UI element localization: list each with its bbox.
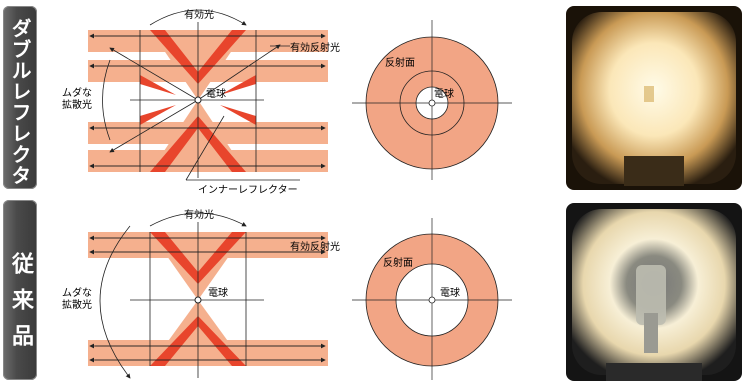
label-wasted-light-2: 拡散光 [62, 98, 92, 111]
tab-conventional-label: 従来品 [8, 252, 33, 360]
conv-label-effective-reflected-light: 有効反射光 [290, 240, 340, 253]
inner-reflector-right-upper [220, 75, 256, 95]
reflector-lower [150, 116, 246, 172]
conventional-ring: 反射面 電球 [352, 218, 512, 380]
label-bulb: 電球 [206, 87, 226, 100]
conv-ring-label-reflector: 反射面 [383, 257, 413, 269]
label-inner-reflector: インナーレフレクター [198, 184, 298, 196]
label-effective-light: 有効光 [184, 8, 214, 21]
inner-reflector-right-lower [220, 105, 256, 125]
conv-label-bulb: 電球 [208, 286, 228, 299]
ring-label-bulb: 電球 [434, 87, 454, 100]
reflector-conv-lower [150, 316, 246, 366]
reflector-conv-upper [150, 232, 246, 284]
tab-double-reflector-label: ダブルレフレクター [0, 17, 32, 186]
inner-reflector-left-upper [140, 75, 176, 95]
inner-reflector-left-lower [140, 105, 176, 125]
double-reflector-diagram: 有効光 有効反射光 ムダな 拡散光 電球 インナーレフレクター [62, 8, 340, 196]
label-effective-reflected-light: 有効反射光 [290, 41, 340, 54]
label-wasted-light-1: ムダな [62, 86, 92, 99]
conv-label-wasted-light-1: ムダな [62, 286, 92, 299]
ring-label-reflector: 反射面 [385, 57, 415, 69]
photo-conventional [566, 203, 742, 381]
tab-conventional: 従来品 [3, 200, 37, 380]
reflector-upper [150, 30, 246, 84]
double-reflector-ring: 反射面 電球 [352, 20, 512, 180]
tab-double-reflector: ダブルレフレクター [0, 6, 37, 189]
conv-ring-label-bulb: 電球 [440, 286, 460, 299]
conv-label-effective-light: 有効光 [184, 208, 214, 221]
conventional-diagram: 有効光 有効反射光 ムダな 拡散光 電球 [62, 208, 340, 379]
photo-double-reflector [566, 6, 742, 190]
conv-label-wasted-light-2: 拡散光 [62, 298, 92, 311]
